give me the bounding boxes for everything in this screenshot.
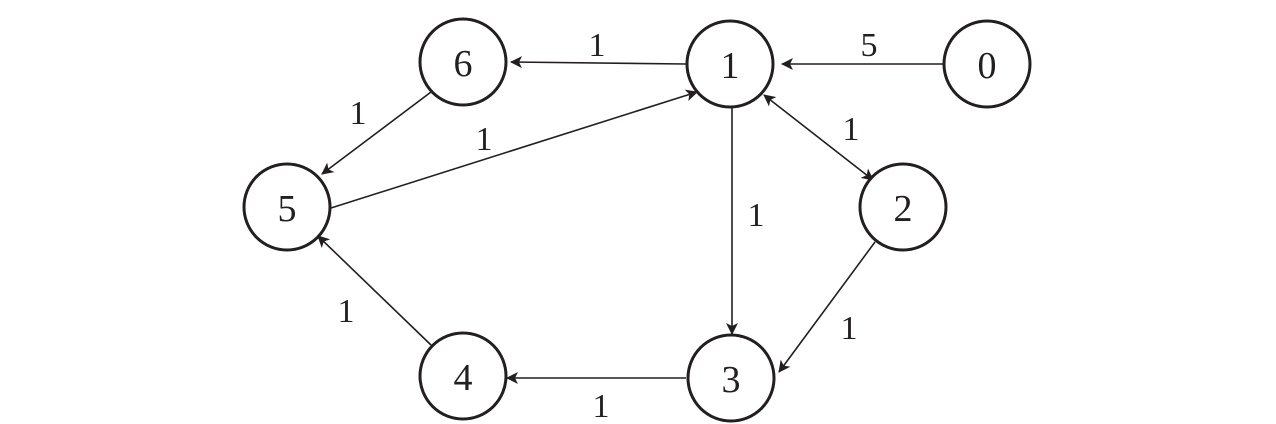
weight-label-0-1: 5 bbox=[861, 27, 878, 64]
weight-label-5-1: 1 bbox=[476, 121, 493, 158]
node-4: 4 bbox=[418, 331, 508, 421]
edge-2-to-3 bbox=[778, 241, 876, 373]
node-label-4: 4 bbox=[454, 357, 473, 399]
weight-label-6-5: 1 bbox=[350, 95, 367, 132]
node-1: 1 bbox=[685, 19, 775, 109]
node-label-0: 0 bbox=[978, 45, 997, 87]
edge-4-to-5 bbox=[317, 235, 432, 346]
nodes-group: 0 1 2 3 4 5 6 bbox=[242, 17, 1032, 423]
node-6: 6 bbox=[418, 17, 508, 107]
node-label-1: 1 bbox=[721, 45, 740, 87]
weight-label-4-5: 1 bbox=[338, 293, 355, 330]
node-label-5: 5 bbox=[278, 188, 297, 230]
edge-weights-group: 5 1 1 1 1 1 1 1 1 bbox=[338, 27, 878, 424]
node-3: 3 bbox=[686, 333, 776, 423]
weight-label-1-3: 1 bbox=[748, 197, 765, 234]
weight-label-2-3: 1 bbox=[841, 310, 858, 347]
edge-5-to-1 bbox=[330, 89, 698, 209]
edge-1-to-6 bbox=[510, 56, 687, 69]
node-2: 2 bbox=[858, 162, 948, 252]
edges-group bbox=[317, 56, 943, 384]
edge-6-to-5 bbox=[321, 91, 432, 175]
edge-1-to-2-bidirectional bbox=[763, 94, 874, 181]
weight-label-3-4: 1 bbox=[593, 388, 610, 424]
node-0: 0 bbox=[942, 19, 1032, 109]
weight-label-1-2: 1 bbox=[843, 111, 860, 148]
node-label-6: 6 bbox=[454, 43, 473, 85]
node-5: 5 bbox=[242, 162, 332, 252]
weight-label-1-6: 1 bbox=[589, 27, 606, 64]
node-label-3: 3 bbox=[722, 359, 741, 401]
node-label-2: 2 bbox=[894, 188, 913, 230]
